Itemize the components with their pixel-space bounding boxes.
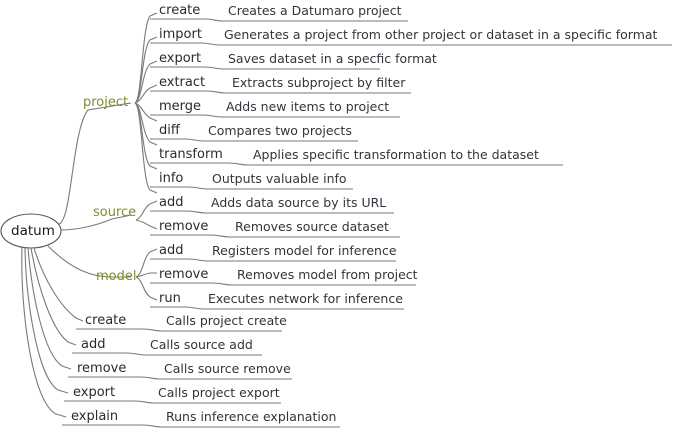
leaf-desc-root-add: Calls source add — [150, 337, 253, 352]
underline-root-explain — [62, 424, 340, 428]
leaf-desc-model-run: Executes network for inference — [208, 291, 403, 306]
edge-source-add — [135, 200, 158, 221]
leaf-desc-project-extract: Extracts subproject by filter — [232, 75, 406, 90]
underline-project-extract — [150, 90, 411, 94]
leaf-label-root-add[interactable]: add — [81, 337, 106, 352]
underline-source-remove — [150, 234, 400, 238]
leaf-label-source-add[interactable]: add — [159, 195, 184, 210]
edge-model-add — [135, 248, 158, 278]
underline-root-export — [64, 400, 281, 404]
branch-label-model[interactable]: model — [96, 269, 137, 284]
edge-root-source — [60, 214, 132, 231]
leaf-label-model-remove[interactable]: remove — [159, 267, 209, 282]
leaf-label-root-export[interactable]: export — [73, 385, 116, 400]
edge-project-export — [134, 60, 158, 104]
underline-root-remove — [68, 376, 292, 380]
leaf-desc-model-add: Registers model for inference — [212, 243, 397, 258]
edge-model-remove — [135, 272, 157, 278]
leaf-label-project-export[interactable]: export — [159, 51, 202, 66]
underline-root-create — [76, 328, 282, 332]
leaf-label-project-diff[interactable]: diff — [159, 123, 180, 138]
underline-project-diff — [150, 138, 358, 142]
edge-project-extract — [134, 84, 158, 104]
edge-root-remove — [27, 247, 72, 370]
leaf-desc-project-diff: Compares two projects — [208, 123, 352, 138]
leaf-desc-project-export: Saves dataset in a specfic format — [228, 51, 437, 66]
leaf-desc-project-transform: Applies specific transformation to the d… — [253, 147, 539, 162]
leaf-label-model-add[interactable]: add — [159, 243, 184, 258]
edge-model-run — [135, 276, 158, 301]
underline-project-transform — [150, 162, 563, 166]
leaf-label-project-transform[interactable]: transform — [159, 147, 223, 162]
leaf-desc-root-remove: Calls source remove — [164, 361, 291, 376]
leaf-desc-root-create: Calls project create — [166, 313, 287, 328]
leaf-label-project-info[interactable]: info — [159, 171, 184, 186]
leaf-desc-model-remove: Removes model from project — [237, 267, 418, 282]
edge-root-create — [33, 247, 84, 322]
edge-project-create — [134, 12, 158, 104]
leaf-label-project-create[interactable]: create — [159, 3, 201, 18]
leaf-desc-source-add: Adds data source by its URL — [211, 195, 387, 210]
underline-model-run — [150, 306, 404, 310]
underline-project-create — [150, 18, 408, 22]
leaf-label-source-remove[interactable]: remove — [159, 219, 209, 234]
leaf-desc-project-info: Outputs valuable info — [212, 171, 347, 186]
leaf-desc-project-merge: Adds new items to project — [226, 99, 390, 114]
leaf-label-project-import[interactable]: import — [159, 27, 202, 42]
edge-root-add — [30, 247, 77, 346]
leaf-label-project-merge[interactable]: merge — [159, 99, 202, 114]
underline-project-import — [150, 42, 672, 46]
root-node-label[interactable]: datum — [11, 223, 55, 239]
edge-root-project — [58, 102, 132, 225]
underline-source-add — [150, 210, 394, 214]
leaf-desc-root-explain: Runs inference explanation — [166, 409, 337, 424]
leaf-label-root-explain[interactable]: explain — [71, 409, 119, 424]
leaf-label-project-extract[interactable]: extract — [159, 75, 206, 90]
underline-project-merge — [150, 114, 400, 118]
leaf-label-model-run[interactable]: run — [159, 291, 181, 306]
leaf-desc-root-export: Calls project export — [158, 385, 280, 400]
underline-root-add — [72, 352, 262, 356]
leaf-label-root-remove[interactable]: remove — [77, 361, 127, 376]
leaf-desc-project-import: Generates a project from other project o… — [224, 27, 658, 42]
edge-root-export — [24, 247, 69, 394]
edge-root-explain — [21, 247, 67, 418]
underline-model-add — [150, 258, 396, 262]
edge-project-info — [134, 102, 158, 194]
branch-label-source[interactable]: source — [93, 205, 137, 220]
underline-model-remove — [150, 282, 416, 286]
leaf-desc-project-create: Creates a Datumaro project — [228, 3, 402, 18]
edge-source-remove — [135, 219, 158, 230]
branch-label-project[interactable]: project — [83, 95, 129, 110]
edge-root-model — [47, 245, 131, 278]
leaf-desc-source-remove: Removes source dataset — [235, 219, 389, 234]
underline-project-info — [150, 186, 353, 190]
leaf-label-root-create[interactable]: create — [85, 313, 127, 328]
underline-project-export — [150, 66, 380, 70]
